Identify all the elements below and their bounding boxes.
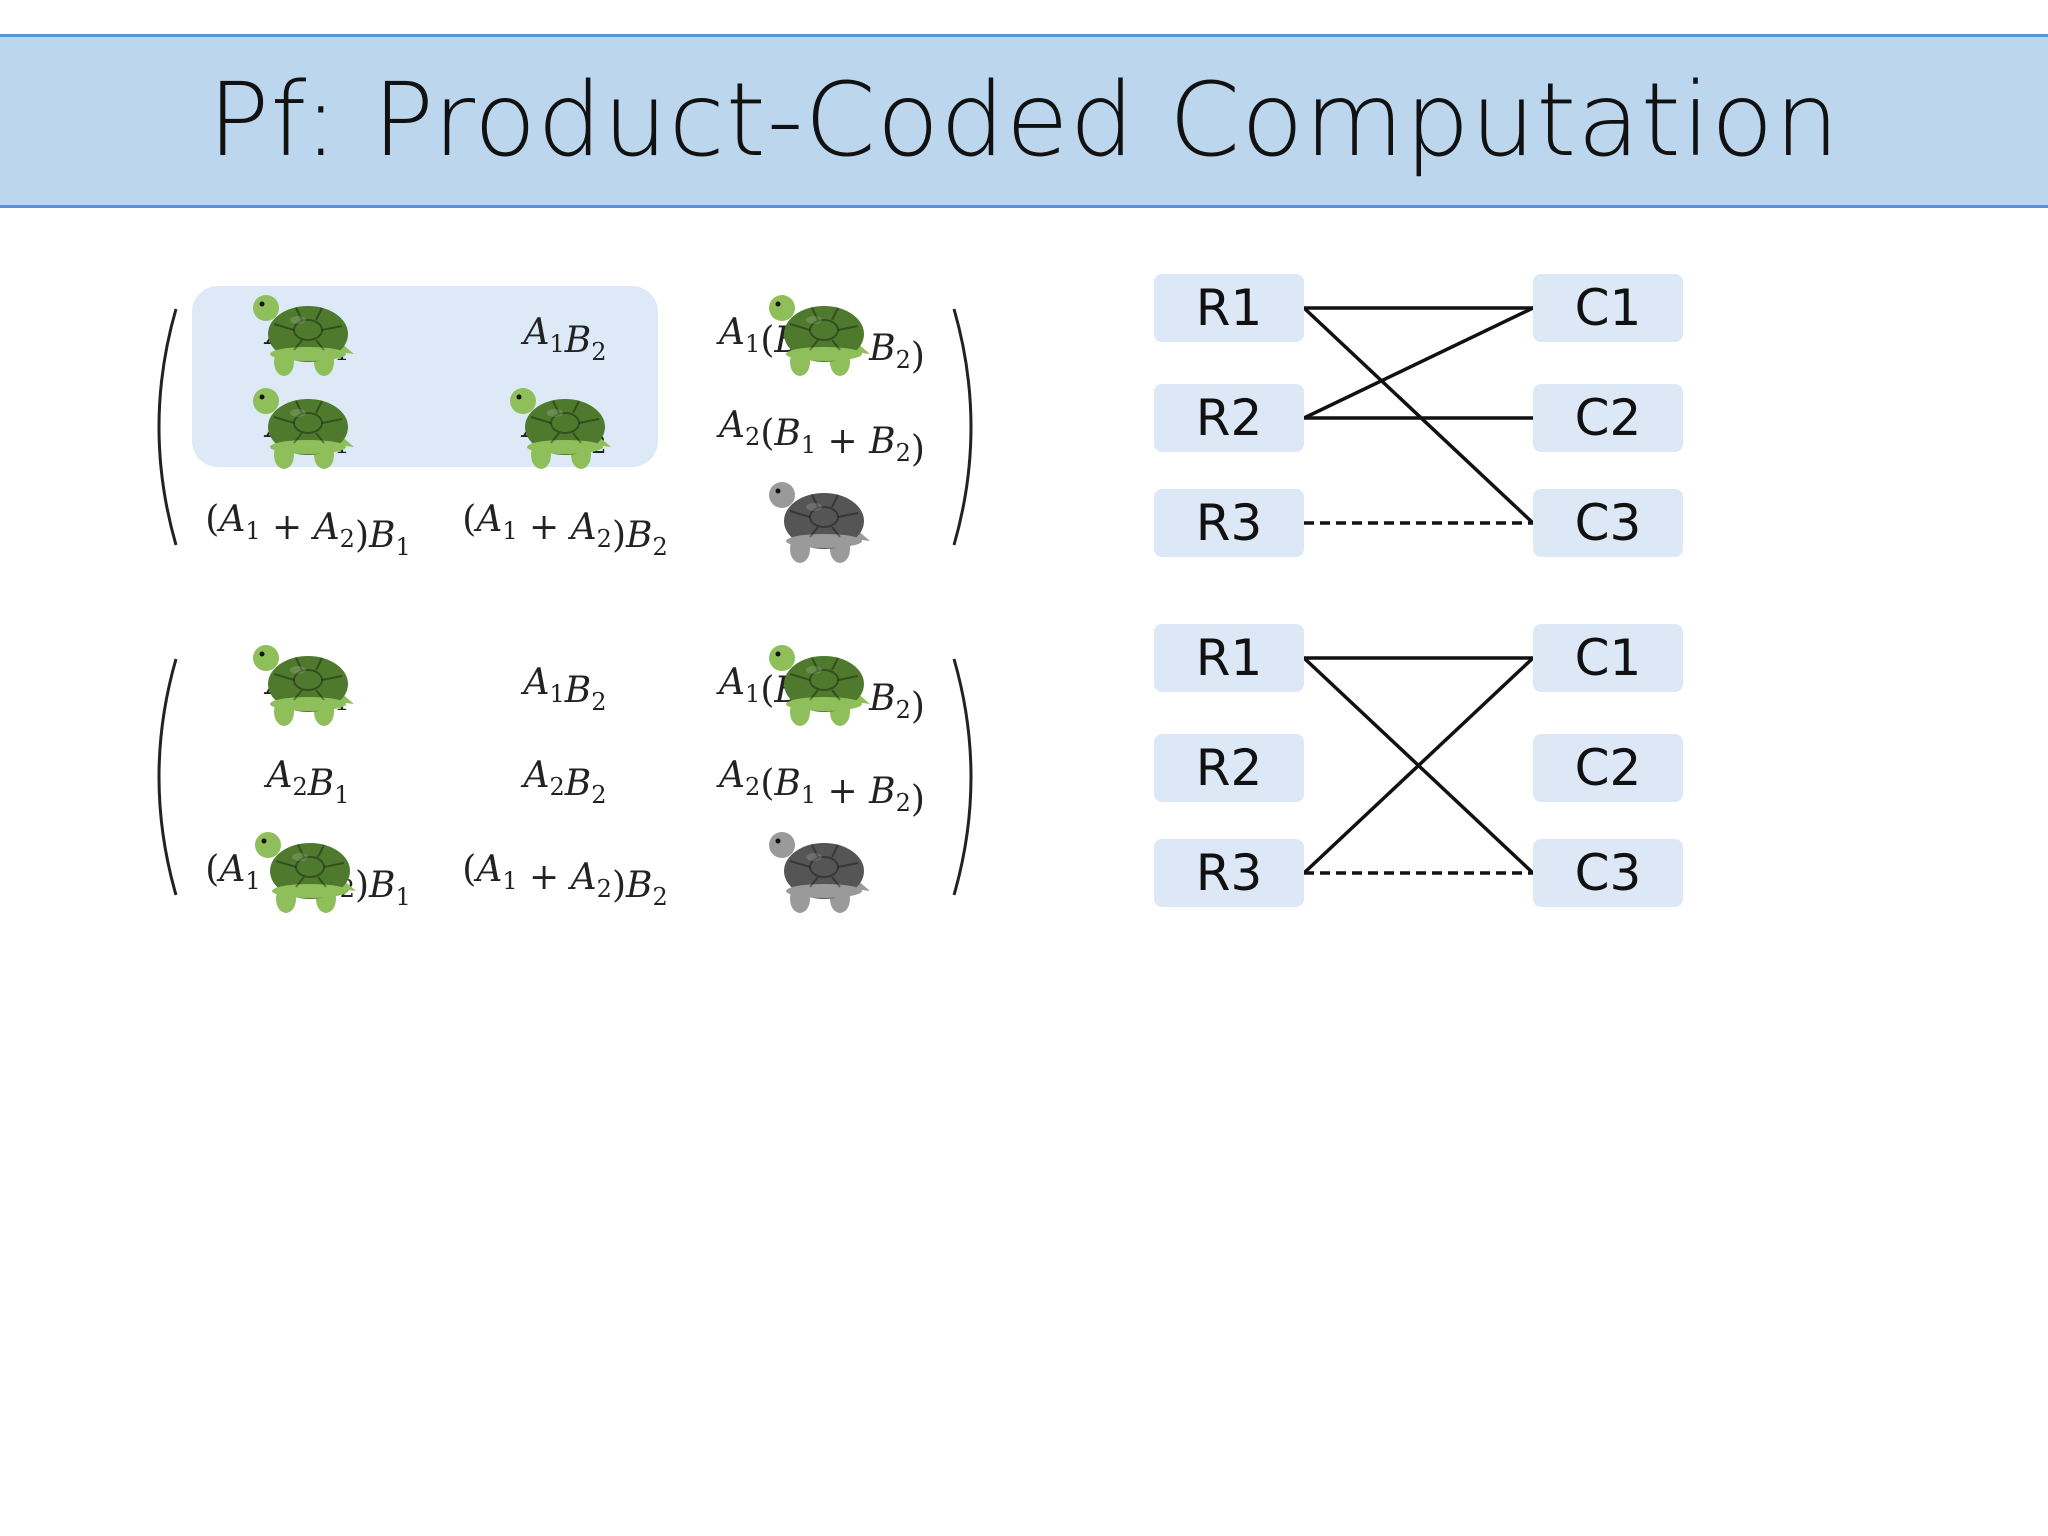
matrix-entry: (A1 + A2)B2	[462, 849, 667, 911]
node-label: R2	[1196, 739, 1263, 797]
right-bracket	[952, 308, 973, 546]
edge	[1302, 306, 1535, 525]
matrix-entry: (A1 + A2)B1	[205, 849, 410, 911]
edge	[1302, 656, 1535, 875]
green-turtle-icon	[510, 388, 611, 469]
matrix-entry: A2(B1 + B2)	[716, 755, 925, 820]
green-turtle-icon	[253, 388, 354, 469]
matrix-entry: (A1 + A2)B2	[462, 499, 667, 561]
node-label: R2	[1196, 389, 1263, 447]
matrix-entry: (A1 + A2)B1	[205, 499, 410, 561]
green-turtle-icon	[255, 832, 356, 913]
title-bar: Pf: Product-Coded Computation	[0, 34, 2048, 208]
green-turtle-icon	[769, 295, 870, 376]
node-label: R1	[1196, 629, 1263, 687]
column-node-c3: C3	[1533, 839, 1683, 907]
row-node-r3: R3	[1154, 839, 1304, 907]
matrix-entry: A2B2	[520, 755, 606, 809]
column-node-c2: C2	[1533, 384, 1683, 452]
matrix-entry: A2(B1 + B2)	[716, 405, 925, 470]
row-node-r2: R2	[1154, 734, 1304, 802]
row-node-r2: R2	[1154, 384, 1304, 452]
column-node-c3: C3	[1533, 489, 1683, 557]
node-label: R1	[1196, 279, 1263, 337]
green-turtle-icon	[253, 295, 354, 376]
node-label: R3	[1196, 844, 1263, 902]
left-bracket	[157, 308, 178, 546]
column-node-c2: C2	[1533, 734, 1683, 802]
column-node-c1: C1	[1533, 274, 1683, 342]
row-node-r1: R1	[1154, 274, 1304, 342]
node-label: R3	[1196, 494, 1263, 552]
column-node-c1: C1	[1533, 624, 1683, 692]
gray-turtle-icon	[769, 832, 870, 913]
right-bracket	[952, 658, 973, 896]
gray-turtle-icon	[769, 482, 870, 563]
edge	[1303, 306, 1534, 420]
matrix-entry: A1B2	[520, 312, 606, 366]
slide-title: Pf: Product-Coded Computation	[207, 61, 1841, 180]
node-label: C3	[1575, 844, 1642, 902]
node-label: C1	[1575, 279, 1642, 337]
row-node-r1: R1	[1154, 624, 1304, 692]
green-turtle-icon	[769, 645, 870, 726]
node-label: C1	[1575, 629, 1642, 687]
node-label: C2	[1575, 389, 1642, 447]
left-bracket	[157, 658, 178, 896]
green-turtle-icon	[253, 645, 354, 726]
node-label: C3	[1575, 494, 1642, 552]
node-label: C2	[1575, 739, 1642, 797]
matrix-entry: A1B2	[520, 662, 606, 716]
matrix-entry: A2B1	[263, 755, 349, 809]
row-node-r3: R3	[1154, 489, 1304, 557]
